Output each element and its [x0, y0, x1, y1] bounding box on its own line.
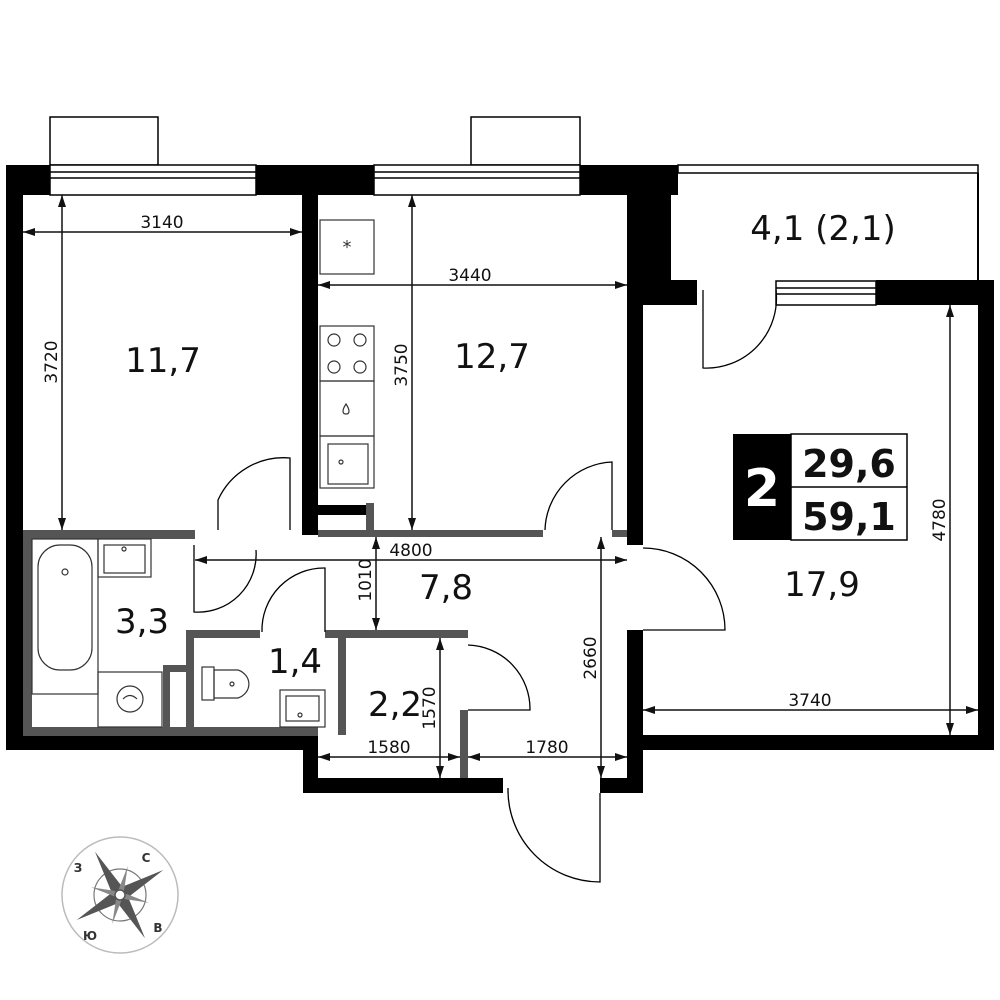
dimension-entry-width: 1780 — [525, 738, 568, 758]
window-icon — [49, 116, 979, 306]
interior-partitions — [23, 503, 627, 778]
dimension-kitchen-depth: 3750 — [392, 343, 412, 386]
compass-east: В — [153, 921, 162, 935]
compass-north: С — [142, 851, 151, 865]
room-area-closet: 2,2 — [368, 685, 422, 725]
room-area-bedroom: 11,7 — [125, 341, 201, 381]
dimension-closet-depth: 1570 — [420, 686, 440, 729]
room-area-living: 17,9 — [784, 565, 860, 605]
dimension-hall-width: 1010 — [356, 558, 376, 601]
dimension-living-depth: 4780 — [930, 498, 950, 541]
bathtub-icon — [31, 538, 152, 695]
dimension-bedroom-depth: 3720 — [42, 340, 62, 383]
room-area-bathroom: 3,3 — [115, 602, 169, 642]
room-area-balcony: 4,1 (2,1) — [750, 209, 895, 249]
dimension-kitchen-width: 3440 — [448, 266, 491, 286]
door-swing-icon — [193, 289, 778, 883]
room-area-toilet: 1,4 — [268, 642, 322, 682]
dimension-bedroom-width: 3140 — [140, 213, 183, 233]
sink-icon — [319, 380, 375, 489]
fridge-icon: * — [319, 219, 375, 275]
washing-machine-icon — [97, 671, 163, 728]
rooms-count: 2 — [744, 459, 780, 519]
area-summary-badge: 2 29,6 59,1 — [733, 433, 908, 541]
living-area: 29,6 — [802, 442, 896, 486]
room-area-kitchen: 12,7 — [454, 337, 530, 377]
dimension-closet-width: 1580 — [367, 738, 410, 758]
toilet-icon — [201, 666, 326, 728]
svg-text:*: * — [343, 237, 352, 258]
dimension-lines — [23, 195, 978, 778]
compass-south: Ю — [83, 929, 97, 943]
total-area: 59,1 — [802, 495, 896, 539]
exterior-walls — [6, 165, 994, 793]
dimension-hall-length: 4800 — [389, 541, 432, 561]
stove-icon — [319, 325, 375, 382]
dimension-hall-depth: 2660 — [581, 636, 601, 679]
room-area-hallway: 7,8 — [419, 568, 473, 608]
dimension-living-width: 3740 — [788, 691, 831, 711]
compass-west: З — [74, 861, 83, 875]
compass-rose-icon: С В Ю З — [61, 836, 179, 954]
